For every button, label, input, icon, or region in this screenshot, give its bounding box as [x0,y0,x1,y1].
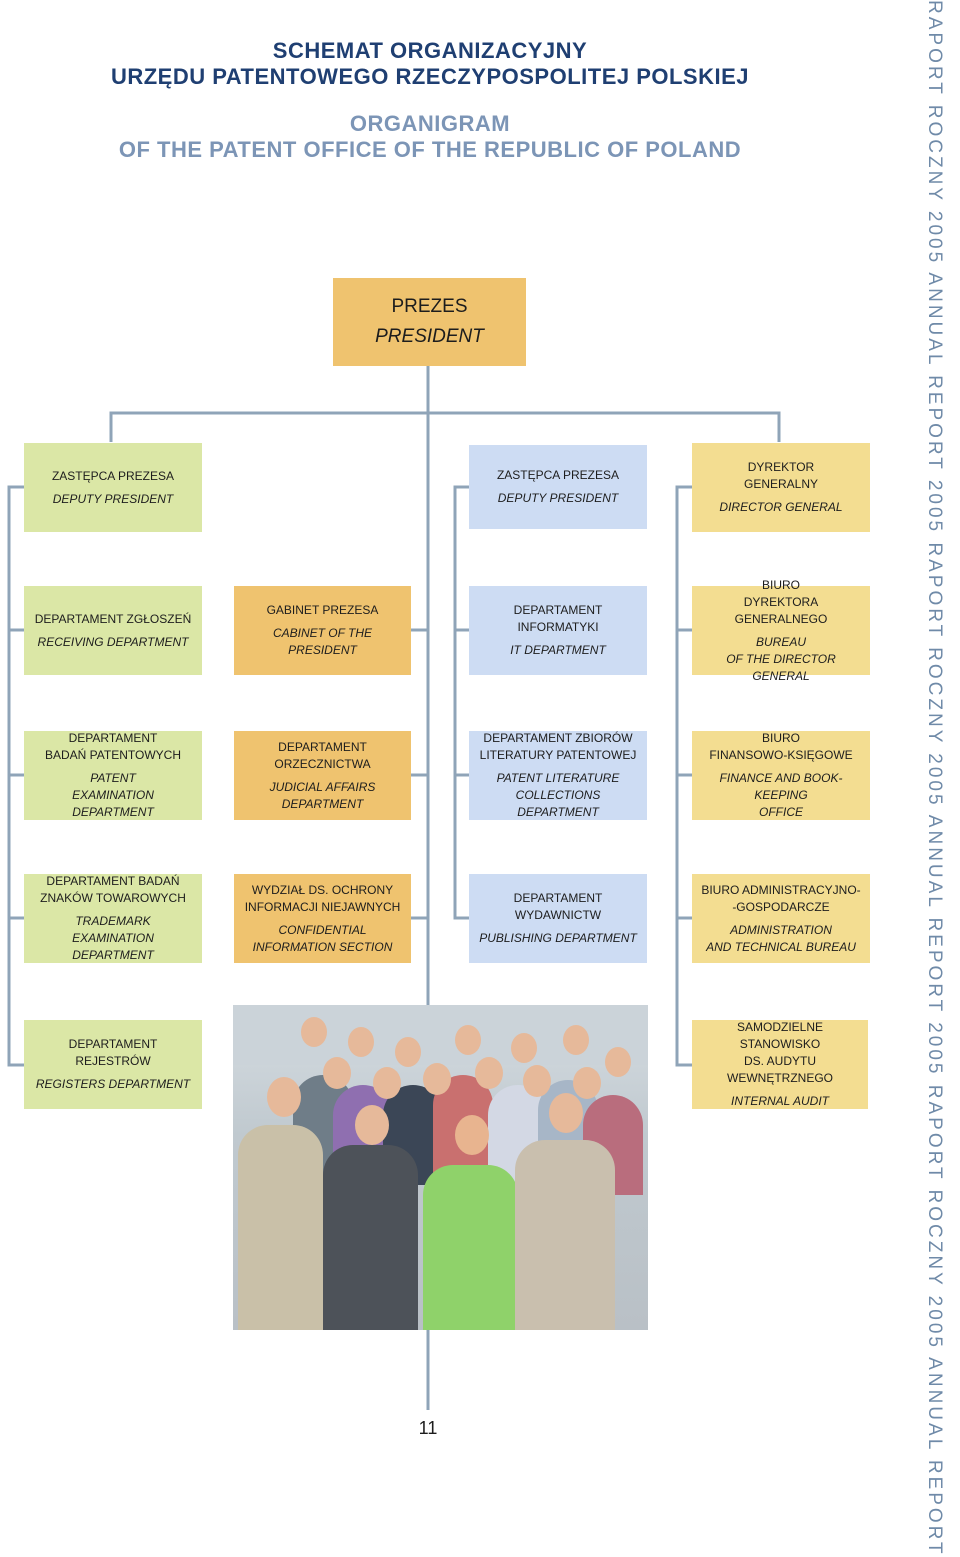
person-head [323,1057,351,1089]
judicial-affairs-box: DEPARTAMENT ORZECZNICTWA JUDICIAL AFFAIR… [234,731,411,820]
box-label-pl: GABINET PREZESA [266,603,379,617]
box-label-en: PATENT LITERATURE COLLECTIONS DEPARTMENT [496,771,620,819]
box-label-en: CONFIDENTIAL INFORMATION SECTION [252,922,393,954]
person-head [523,1065,551,1097]
confidential-information-box: WYDZIAŁ DS. OCHRONY INFORMACJI NIEJAWNYC… [234,874,411,963]
person-head [455,1025,481,1055]
person-head [301,1017,327,1047]
box-label-pl: DEPARTAMENT ORZECZNICTWA [274,739,371,771]
title-en-line-2: OF THE PATENT OFFICE OF THE REPUBLIC OF … [118,137,742,162]
box-label-en: BUREAU OF THE DIRECTOR GENERAL [726,634,836,683]
box-label-en: RECEIVING DEPARTMENT [37,634,189,649]
patent-examination-box: DEPARTAMENT BADAŃ PATENTOWYCH PATENT EXA… [24,731,202,820]
box-label-pl: ZASTĘPCA PREZESA [496,468,620,482]
col3-spine [453,485,469,920]
person-head [455,1115,489,1155]
box-label-en: TRADEMARK EXAMINATION DEPARTMENT [72,914,154,962]
staff-group-photo [233,1005,648,1330]
col2-spine [411,628,428,920]
person-head [355,1105,389,1145]
it-department-box: DEPARTAMENT INFORMATYKI IT DEPARTMENT [469,586,647,675]
director-general-box: DYREKTOR GENERALNY DIRECTOR GENERAL [692,443,870,532]
title-pl-line-1: SCHEMAT ORGANIZACYJNY [272,38,588,63]
box-label-en: JUDICIAL AFFAIRS DEPARTMENT [269,779,376,811]
internal-audit-box: SAMODZIELNE STANOWISKO DS. AUDYTU WEWNĘT… [692,1020,868,1109]
box-label-pl: BIURO DYREKTORA GENERALNEGO [734,577,828,626]
person-head [267,1077,301,1117]
president-pl: PREZES [391,296,468,317]
box-label-pl: DEPARTAMENT BADAŃ ZNAKÓW TOWAROWYCH [40,874,186,905]
person-head [605,1047,631,1077]
box-label-pl: DEPARTAMENT WYDAWNICTW [513,891,603,922]
side-running-header: RAPORT ROCZNY 2005 ANNUAL REPORT 2005 RA… [924,0,945,1557]
receiving-department-box: DEPARTAMENT ZGŁOSZEŃ RECEIVING DEPARTMEN… [24,586,202,675]
box-label-pl: BIURO ADMINISTRACYJNO- -GOSPODARCZE [701,882,861,914]
box-label-en: DEPUTY PRESIDENT [497,491,619,505]
person-head [395,1037,421,1067]
box-label-pl: BIURO FINANSOWO-KSIĘGOWE [709,731,853,762]
person-head [573,1067,601,1099]
box-label-pl: DEPARTAMENT ZGŁOSZEŃ [34,611,192,626]
publishing-department-box: DEPARTAMENT WYDAWNICTW PUBLISHING DEPART… [469,874,647,963]
box-label-en: DEPUTY PRESIDENT [52,491,174,506]
deputy-president-1-box: ZASTĘPCA PREZESA DEPUTY PRESIDENT [24,443,202,532]
col1-spine [7,485,24,1067]
box-label-pl: DEPARTAMENT REJESTRÓW [68,1037,158,1068]
box-label-en: ADMINISTRATION AND TECHNICAL BUREAU [706,922,856,954]
box-label-pl: DEPARTAMENT BADAŃ PATENTOWYCH [44,731,181,762]
trademark-examination-box: DEPARTAMENT BADAŃ ZNAKÓW TOWAROWYCH TRAD… [24,874,202,963]
person-body [323,1145,418,1330]
box-label-en: PUBLISHING DEPARTMENT [479,931,637,945]
deputy-president-2-box: ZASTĘPCA PREZESA DEPUTY PRESIDENT [469,445,647,529]
title-en-line-1: ORGANIGRAM [349,111,511,136]
box-label-en: INTERNAL AUDIT [730,1094,829,1108]
box-label-en: FINANCE AND BOOK-KEEPING OFFICE [719,771,843,819]
page-number: 11 [418,1418,438,1438]
person-head [549,1093,583,1133]
person-body [515,1140,615,1330]
box-label-pl: DYREKTOR GENERALNY [743,460,819,491]
box-label-pl: DEPARTAMENT ZBIORÓW LITERATURY PATENTOWE… [479,731,637,762]
person-body [238,1125,323,1330]
patent-literature-box: DEPARTAMENT ZBIORÓW LITERATURY PATENTOWE… [469,731,647,820]
administration-bureau-box: BIURO ADMINISTRACYJNO- -GOSPODARCZE ADMI… [692,874,870,963]
person-head [423,1063,451,1095]
person-head [563,1025,589,1055]
box-label-en: IT DEPARTMENT [510,643,606,657]
box-label-en: DIRECTOR GENERAL [719,500,843,514]
bureau-director-general-box: BIURO DYREKTORA GENERALNEGO BUREAU OF TH… [692,578,870,683]
top-branch [109,411,781,442]
person-head [475,1057,503,1089]
title-pl-line-2: URZĘDU PATENTOWEGO RZECZYPOSPOLITEJ POLS… [110,64,750,89]
box-label-pl: WYDZIAŁ DS. OCHRONY INFORMACJI NIEJAWNYC… [244,882,401,914]
col4-spine [675,485,692,1067]
person-head [348,1027,374,1057]
box-label-en: REGISTERS DEPARTMENT [35,1077,191,1091]
person-head [373,1067,401,1099]
box-label-pl: DEPARTAMENT INFORMATYKI [513,603,603,634]
box-label-pl: SAMODZIELNE STANOWISKO DS. AUDYTU WEWNĘT… [727,1020,833,1085]
person-head [511,1033,537,1063]
finance-office-box: BIURO FINANSOWO-KSIĘGOWE FINANCE AND BOO… [692,731,870,820]
president-box: PREZES PRESIDENT [333,278,526,366]
box-label-en: CABINET OF THE PRESIDENT [272,626,373,657]
registers-department-box: DEPARTAMENT REJESTRÓW REGISTERS DEPARTME… [24,1020,202,1109]
person-body [423,1165,518,1330]
box-label-en: PATENT EXAMINATION DEPARTMENT [72,771,154,819]
box-label-pl: ZASTĘPCA PREZESA [51,468,175,483]
cabinet-president-box: GABINET PREZESA CABINET OF THE PRESIDENT [234,586,411,675]
president-en: PRESIDENT [375,326,484,347]
